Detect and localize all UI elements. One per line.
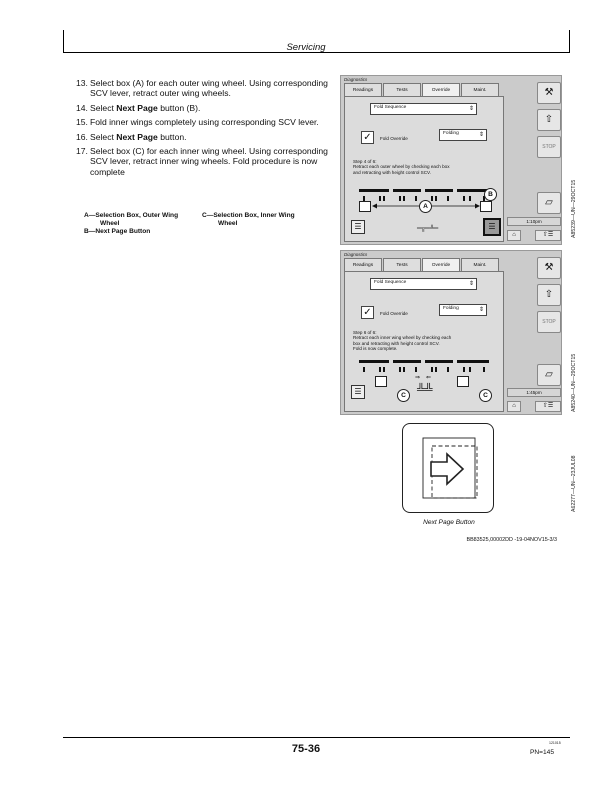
tab-override[interactable]: Override	[422, 83, 460, 96]
home-icon[interactable]: ⌂	[507, 230, 521, 241]
menu-icon[interactable]: ⇧☰	[535, 401, 561, 412]
step-instructions: Step 4 of 6: Retract each outer wheel by…	[353, 159, 450, 175]
implement-icon[interactable]: ▱	[537, 364, 561, 386]
inner-wing-selection-box-left[interactable]	[375, 376, 387, 387]
stop-icon[interactable]: STOP	[537, 311, 561, 333]
tab-bar: Readings Tests Override Maint.	[344, 258, 500, 271]
section-title: Servicing	[286, 42, 326, 53]
clock-display: 1:45pm	[507, 388, 561, 397]
step-17: 17. Select box (C) for each inner wing w…	[76, 146, 328, 177]
footer-code: 121015	[549, 741, 561, 745]
clock-display: 1:10pm	[507, 217, 561, 226]
figure-caption-2: A85240—UN—29OCT15	[571, 353, 577, 412]
diagnostics-screen-step4: Diagnostics Readings Tests Override Main…	[340, 75, 562, 245]
next-page-button-illustration	[402, 423, 494, 513]
step-16: 16. Select Next Page button.	[76, 131, 187, 142]
menu-icon[interactable]: ⇧☰	[535, 230, 561, 241]
tab-bar: Readings Tests Override Maint.	[344, 83, 500, 96]
dropdown-arrow-icon: ⇕	[468, 281, 474, 287]
folding-select[interactable]: Folding⇕	[439, 129, 487, 141]
procedure-steps: 13. Select box (A) for each outer wing w…	[76, 78, 331, 181]
wing-fold-diagram-icon: ═╦═╩═	[417, 226, 439, 232]
callout-a: A	[419, 200, 432, 213]
callout-b: B	[484, 188, 497, 201]
document-reference: BB83525,00002DD -19-04NOV15-3/3	[466, 537, 557, 543]
up-arrow-icon[interactable]: ⇧	[537, 109, 561, 131]
main-panel: Fold Sequence⇕ ✓ Fold Override Folding⇕ …	[344, 96, 504, 242]
folded-wing-icon: ╩╩	[417, 384, 433, 396]
next-page-caption: Next Page Button	[423, 519, 475, 526]
outer-wing-selection-box-left[interactable]	[359, 201, 371, 212]
legend-c: C—Selection Box, Inner Wing	[202, 212, 295, 219]
tab-override[interactable]: Override	[422, 258, 460, 271]
clipboard-icon[interactable]: ☰	[351, 220, 365, 234]
stop-icon[interactable]: STOP	[537, 136, 561, 158]
tab-maint[interactable]: Maint.	[461, 83, 499, 96]
next-page-arrow-icon	[422, 437, 478, 499]
frame-left-rule	[63, 30, 64, 52]
fold-override-label: Fold Override	[380, 136, 408, 141]
inner-wing-selection-box-right[interactable]	[457, 376, 469, 387]
fold-sequence-dropdown[interactable]: Fold Sequence⇕	[370, 103, 477, 115]
figure-caption-1: A85239—UN—29OCT15	[571, 179, 577, 238]
fold-sequence-dropdown[interactable]: Fold Sequence⇕	[370, 278, 477, 290]
page-number: 75-36	[291, 743, 321, 755]
callout-c-right: C	[479, 389, 492, 402]
implement-icon[interactable]: ▱	[537, 192, 561, 214]
tools-icon[interactable]: ⚒	[537, 82, 561, 104]
figure-legend: A—Selection Box, Outer Wing C—Selection …	[84, 212, 295, 235]
clipboard-icon[interactable]: ☰	[351, 385, 365, 399]
legend-b: B—Next Page Button	[84, 228, 151, 235]
step-13: 13. Select box (A) for each outer wing w…	[76, 78, 328, 99]
tools-icon[interactable]: ⚒	[537, 257, 561, 279]
step-15: 15. Fold inner wings completely using co…	[76, 117, 319, 128]
diagnostics-screen-step6: Diagnostics Readings Tests Override Main…	[340, 250, 562, 415]
next-page-button[interactable]: ☰	[483, 218, 501, 236]
tab-tests[interactable]: Tests	[383, 83, 421, 96]
legend-a: A—Selection Box, Outer Wing	[84, 212, 179, 219]
pn-number: PN=145	[530, 749, 555, 756]
dropdown-arrow-icon: ⇕	[468, 106, 474, 112]
tab-readings[interactable]: Readings	[344, 83, 382, 96]
step-instructions: Step 6 of 6: Retract each inner wing whe…	[353, 330, 452, 352]
figure-caption-3: A62277—UN—23JUL08	[571, 455, 577, 512]
callout-c-left: C	[397, 389, 410, 402]
folding-select[interactable]: Folding⇕	[439, 304, 487, 316]
step-14: 14. Select Next Page button (B).	[76, 102, 201, 113]
fold-arrows-icon: ⇒ ⇐	[415, 375, 432, 381]
fold-override-checkbox[interactable]: ✓	[361, 306, 374, 319]
tab-maint[interactable]: Maint.	[461, 258, 499, 271]
dropdown-arrow-icon: ⇕	[478, 132, 484, 138]
home-icon[interactable]: ⌂	[507, 401, 521, 412]
fold-override-label: Fold Override	[380, 311, 408, 316]
outer-wing-selection-box-right[interactable]	[480, 201, 492, 212]
footer-rule	[63, 737, 570, 738]
main-panel: Fold Sequence⇕ ✓ Fold Override Folding⇕ …	[344, 271, 504, 412]
tab-readings[interactable]: Readings	[344, 258, 382, 271]
dropdown-arrow-icon: ⇕	[478, 307, 484, 313]
fold-override-checkbox[interactable]: ✓	[361, 131, 374, 144]
frame-right-rule	[569, 30, 570, 52]
up-arrow-icon[interactable]: ⇧	[537, 284, 561, 306]
frame-top-rule	[63, 52, 570, 53]
tab-tests[interactable]: Tests	[383, 258, 421, 271]
